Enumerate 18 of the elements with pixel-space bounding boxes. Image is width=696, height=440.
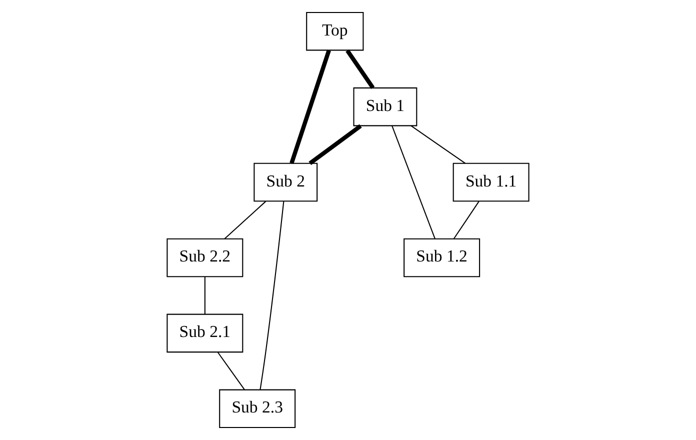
node-box: Sub 2.3 xyxy=(219,389,296,428)
node-box: Top xyxy=(306,12,364,51)
connector xyxy=(453,201,480,240)
connector xyxy=(224,201,266,240)
node-box: Sub 1 xyxy=(353,87,418,126)
node-box: Sub 2 xyxy=(254,162,318,202)
node-box: Sub 2.1 xyxy=(166,314,244,353)
node-box: Sub 2.2 xyxy=(166,238,244,278)
connector xyxy=(217,352,245,390)
connector xyxy=(410,125,466,164)
connector xyxy=(392,126,436,239)
node-box: Sub 1.2 xyxy=(404,238,480,278)
connector xyxy=(204,276,206,314)
connector xyxy=(346,49,375,90)
connector xyxy=(260,202,284,390)
node-box: Sub 1.1 xyxy=(452,162,530,202)
connector xyxy=(290,50,331,164)
connector xyxy=(308,124,362,165)
